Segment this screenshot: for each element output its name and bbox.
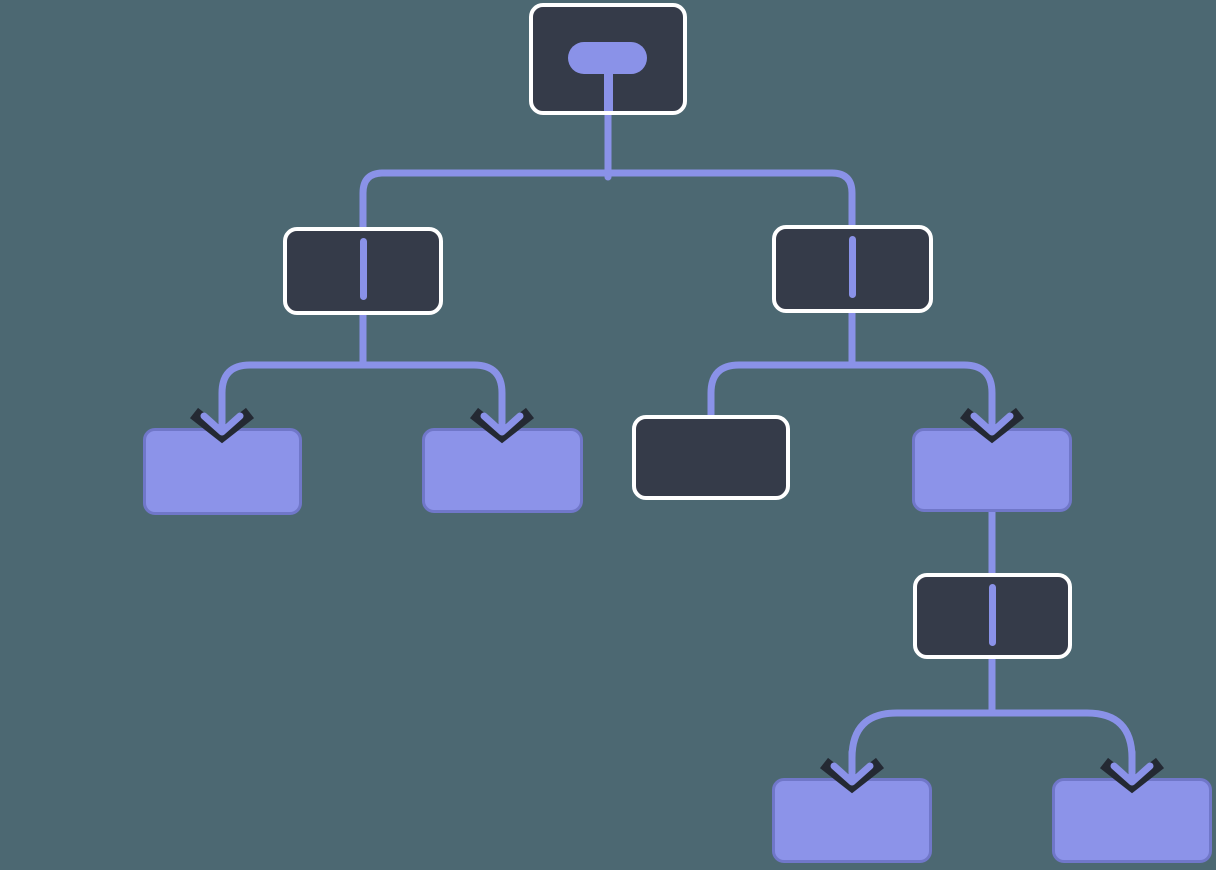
- leaf-purple-3[interactable]: [912, 428, 1072, 512]
- pass-through-line-icon: [989, 584, 996, 646]
- root-pill-icon: [568, 42, 647, 74]
- pass-through-line-icon: [359, 238, 367, 300]
- leaf-purple-4[interactable]: [772, 778, 932, 863]
- pass-through-line-icon: [849, 236, 856, 298]
- leaf-dark-node[interactable]: [632, 415, 790, 500]
- leaf-purple-2[interactable]: [422, 428, 583, 513]
- leaf-purple-1[interactable]: [143, 428, 302, 515]
- branch-lower-node[interactable]: [913, 573, 1072, 659]
- branch-right-node[interactable]: [772, 225, 933, 313]
- root-node[interactable]: [529, 3, 687, 115]
- leaf-purple-5[interactable]: [1052, 778, 1212, 863]
- root-pill-stem: [603, 73, 613, 111]
- branch-left-node[interactable]: [283, 227, 443, 315]
